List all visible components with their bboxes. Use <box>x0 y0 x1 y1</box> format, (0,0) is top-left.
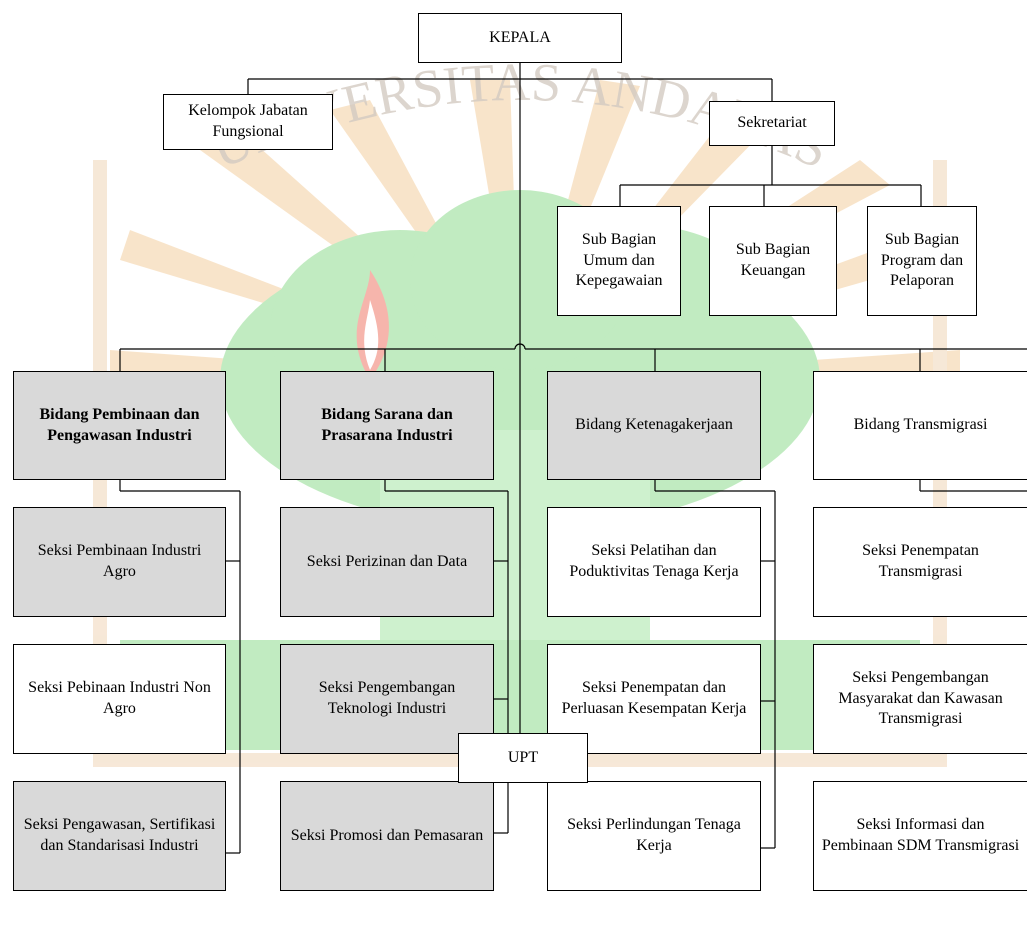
node-subbag-program-pelaporan: Sub Bagian Program dan Pelaporan <box>867 206 977 316</box>
node-seksi-perizinan-data: Seksi Perizinan dan Data <box>280 507 494 617</box>
node-seksi-pembinaan-industri-agro: Seksi Pembinaan Industri Agro <box>13 507 226 617</box>
node-seksi-pelatihan-produktivitas: Seksi Pelatihan dan Poduktivitas Tenaga … <box>547 507 761 617</box>
node-seksi-informasi-pembinaan-sdm: Seksi Informasi dan Pembinaan SDM Transm… <box>813 781 1027 891</box>
node-bidang-pembinaan-pengawasan-industri: Bidang Pembinaan dan Pengawasan Industri <box>13 371 226 480</box>
node-bidang-transmigrasi: Bidang Transmigrasi <box>813 371 1027 480</box>
node-seksi-pengembangan-masyarakat-kawasan: Seksi Pengembangan Masyarakat dan Kawasa… <box>813 644 1027 754</box>
node-seksi-penempatan-transmigrasi: Seksi Penempatan Transmigrasi <box>813 507 1027 617</box>
node-seksi-perlindungan-tenaga-kerja: Seksi Perlindungan Tenaga Kerja <box>547 781 761 891</box>
node-kelompok-jabatan-fungsional: Kelompok Jabatan Fungsional <box>163 94 333 150</box>
node-subbag-umum-kepegawaian: Sub Bagian Umum dan Kepegawaian <box>557 206 681 316</box>
node-bidang-sarana-prasarana-industri: Bidang Sarana dan Prasarana Industri <box>280 371 494 480</box>
node-kepala: KEPALA <box>418 13 622 63</box>
node-bidang-ketenagakerjaan: Bidang Ketenagakerjaan <box>547 371 761 480</box>
node-seksi-pengawasan-sertifikasi: Seksi Pengawasan, Sertifikasi dan Standa… <box>13 781 226 891</box>
node-sekretariat: Sekretariat <box>709 101 835 146</box>
node-subbag-keuangan: Sub Bagian Keuangan <box>709 206 837 316</box>
node-seksi-promosi-pemasaran: Seksi Promosi dan Pemasaran <box>280 781 494 891</box>
node-seksi-pebinaan-industri-non-agro: Seksi Pebinaan Industri Non Agro <box>13 644 226 754</box>
node-upt: UPT <box>458 733 588 783</box>
